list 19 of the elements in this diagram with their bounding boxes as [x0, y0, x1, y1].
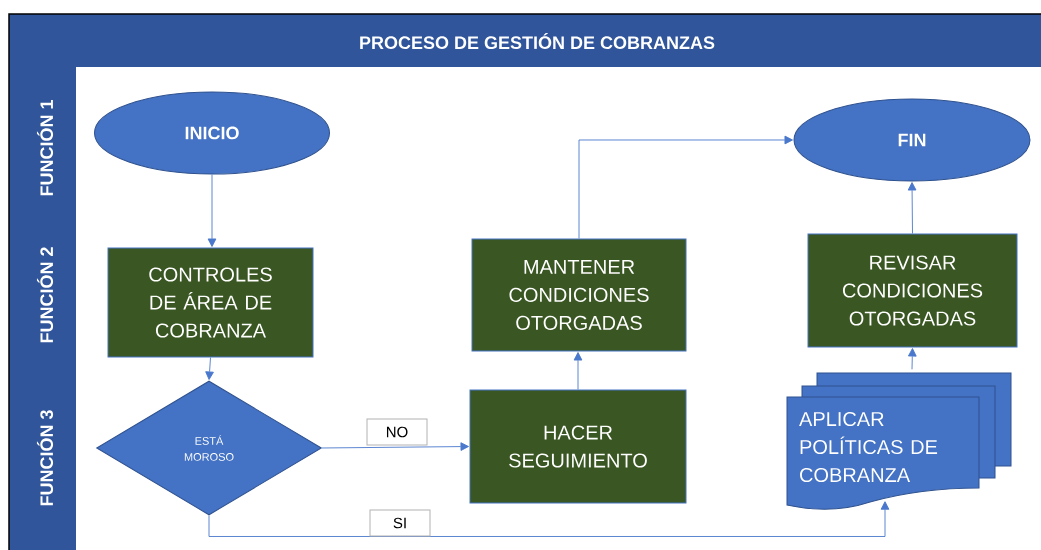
- document-stack: APLICAR POLÍTICAS DE COBRANZA: [786, 372, 1012, 510]
- arrow: [205, 357, 214, 380]
- arrow: [207, 174, 217, 247]
- process-box: HACER SEGUIMIENTO: [469, 389, 687, 504]
- process-box: MANTENER CONDICIONES OTORGADAS: [471, 238, 687, 352]
- arrow: [907, 182, 917, 234]
- process-box: REVISAR CONDICIONES OTORGADAS: [807, 233, 1018, 348]
- arrow: [321, 442, 469, 451]
- arrow: [573, 352, 583, 390]
- edge-label: NO: [366, 418, 428, 446]
- lane-label: FUNCIÓN 1: [36, 100, 54, 196]
- lane-label: FUNCIÓN 2: [36, 247, 54, 343]
- arrow: [208, 501, 890, 537]
- process-box: CONTROLES DE ÁREA DE COBRANZA: [107, 247, 314, 358]
- edge-label: SI: [369, 509, 431, 537]
- arrow: [578, 135, 793, 239]
- arrow: [907, 348, 917, 370]
- lane-label: FUNCIÓN 3: [36, 410, 54, 506]
- title: PROCESO DE GESTIÓN DE COBRANZAS: [360, 32, 715, 50]
